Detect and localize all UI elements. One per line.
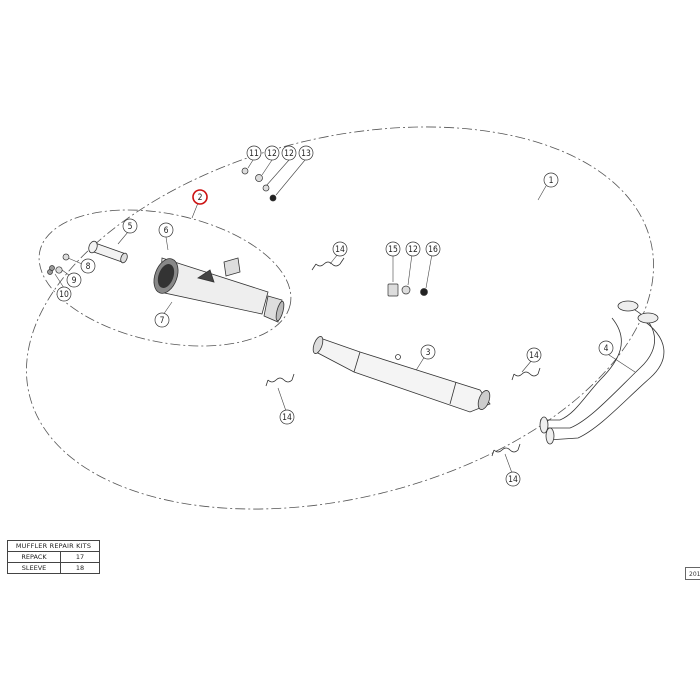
callout-8: 8	[80, 258, 96, 274]
callout-8-label: 8	[86, 262, 91, 272]
leader-lines	[54, 159, 636, 474]
callout-12b-label: 12	[284, 149, 294, 159]
callout-12c: 12	[405, 241, 421, 257]
callout-3-label: 3	[426, 348, 431, 358]
table-row: REPACK 17	[7, 551, 100, 563]
callout-6: 6	[158, 222, 174, 238]
callout-16-label: 16	[428, 245, 438, 255]
callout-15: 15	[385, 241, 401, 257]
callout-4-label: 4	[604, 344, 609, 354]
table-header-row: MUFFLER REPAIR KITS	[7, 540, 100, 552]
assembly-2-boundary	[38, 209, 292, 347]
mid-pipe-part	[312, 336, 491, 413]
table-title: MUFFLER REPAIR KITS	[7, 540, 100, 552]
callout-2: 2	[192, 189, 208, 205]
callout-9-label: 9	[72, 276, 77, 286]
callout-14d: 14	[505, 471, 521, 487]
callout-2-label: 2	[198, 193, 203, 203]
table-row: SLEEVE 18	[7, 562, 100, 574]
table-cell-value: 18	[60, 562, 100, 574]
callout-10-label: 10	[59, 290, 69, 300]
spring-parts	[265, 257, 541, 457]
callout-12c-label: 12	[408, 245, 418, 255]
callout-14b: 14	[526, 347, 542, 363]
sheet-code-label: 201	[685, 567, 700, 580]
callout-13: 13	[298, 145, 314, 161]
callout-10: 10	[56, 286, 72, 302]
callout-5-label: 5	[128, 222, 133, 232]
callout-3: 3	[420, 344, 436, 360]
small-hardware	[47, 253, 70, 275]
callout-12a-label: 12	[267, 149, 277, 159]
callout-14a-label: 14	[335, 245, 345, 255]
callout-15-label: 15	[388, 245, 398, 255]
callout-13-label: 13	[301, 149, 311, 159]
muffler-repair-kits-table: MUFFLER REPAIR KITS REPACK 17 SLEEVE 18	[7, 540, 100, 574]
callout-12b: 12	[281, 145, 297, 161]
callout-1-label: 1	[549, 176, 554, 186]
callout-7-label: 7	[160, 316, 165, 326]
callout-14c-label: 14	[282, 413, 292, 423]
callout-14d-label: 14	[508, 475, 518, 485]
table-cell-name: REPACK	[7, 551, 61, 563]
callout-12a: 12	[264, 145, 280, 161]
callout-11: 11	[246, 145, 262, 161]
callout-14b-label: 14	[529, 351, 539, 361]
link-pipe-part	[88, 240, 128, 264]
callout-6-label: 6	[164, 226, 169, 236]
callout-1: 1	[543, 172, 559, 188]
bolt-hardware-top	[241, 167, 277, 202]
callout-7: 7	[154, 312, 170, 328]
table-cell-name: SLEEVE	[7, 562, 61, 574]
muffler-part	[153, 257, 285, 323]
callout-14a: 14	[332, 241, 348, 257]
callout-14c: 14	[279, 409, 295, 425]
clamp-hardware	[387, 283, 428, 297]
table-cell-value: 17	[60, 551, 100, 563]
callout-9: 9	[66, 272, 82, 288]
callout-16: 16	[425, 241, 441, 257]
callout-5: 5	[122, 218, 138, 234]
header-pipe-part	[539, 300, 665, 445]
callout-4: 4	[598, 340, 614, 356]
assembly-1-boundary	[26, 126, 654, 510]
callout-11-label: 11	[249, 149, 259, 159]
